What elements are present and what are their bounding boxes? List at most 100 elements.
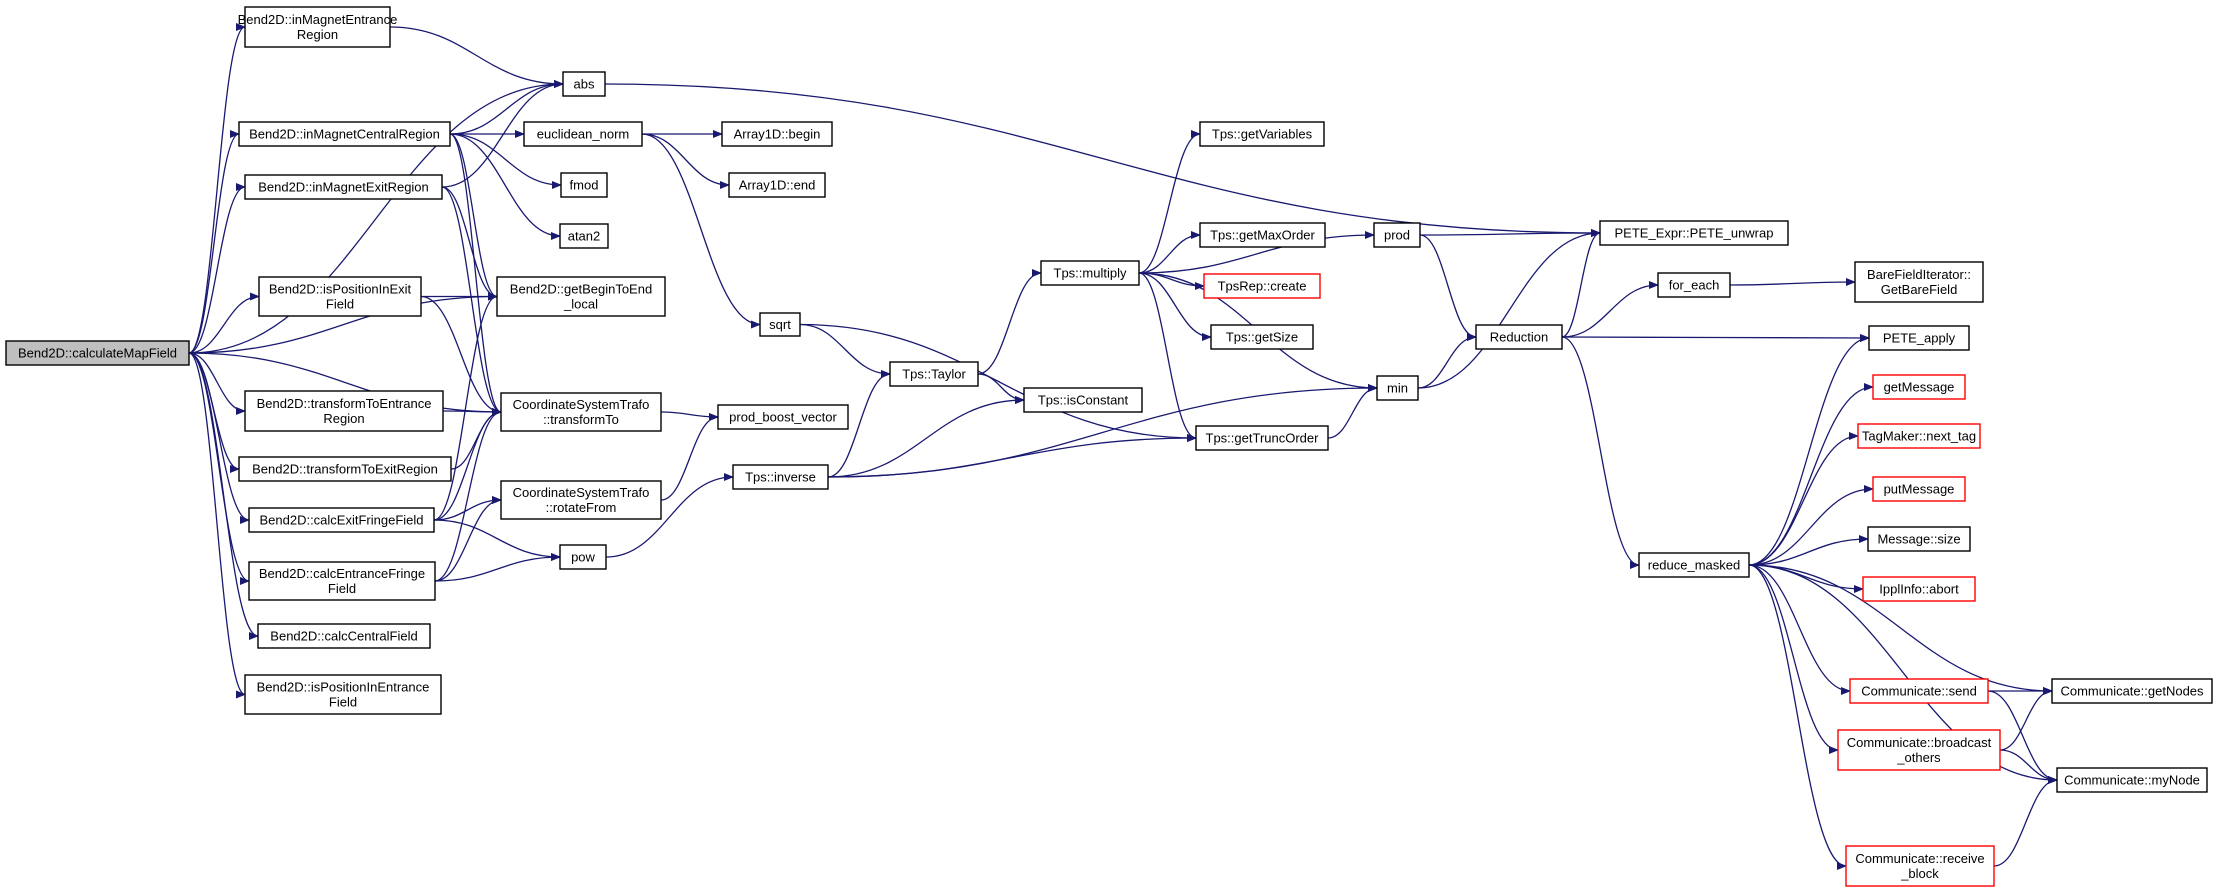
node-TpsRep_create[interactable]: TpsRep::create bbox=[1203, 273, 1321, 299]
node-calcExitFringeField[interactable]: Bend2D::calcExitFringeField bbox=[248, 507, 435, 533]
node-Array1D_end[interactable]: Array1D::end bbox=[728, 172, 826, 198]
node-box bbox=[1210, 324, 1314, 350]
edge-line bbox=[1138, 231, 1375, 274]
edge-line bbox=[1993, 776, 2058, 867]
node-label: Communicate::myNode bbox=[2064, 773, 2200, 788]
edge-inMagnetCentralRegion-to-getBeginToEnd_local bbox=[449, 133, 498, 301]
node-prod[interactable]: prod bbox=[1373, 222, 1421, 248]
node-receive_block[interactable]: Communicate::receive_block bbox=[1845, 845, 1995, 887]
node-atan2[interactable]: atan2 bbox=[559, 223, 609, 249]
node-next_tag[interactable]: TagMaker::next_tag bbox=[1857, 423, 1981, 449]
node-transformTo[interactable]: CoordinateSystemTrafo::transformTo bbox=[500, 392, 662, 432]
edge-Tps_inverse-to-Tps_isConstant bbox=[827, 396, 1025, 478]
node-PETE_apply[interactable]: PETE_apply bbox=[1868, 325, 1970, 351]
node-prod_boost_vector[interactable]: prod_boost_vector bbox=[717, 404, 849, 430]
node-rotateFrom[interactable]: CoordinateSystemTrafo::rotateFrom bbox=[500, 480, 662, 520]
edge-isPositionInExitField-to-transformTo bbox=[420, 295, 502, 416]
node-label: Region bbox=[323, 411, 364, 426]
edge-calculateMapField-to-abs bbox=[188, 80, 564, 354]
node-Tps_Taylor[interactable]: Tps::Taylor bbox=[889, 361, 979, 387]
edge-prod-to-PETE_unwrap bbox=[1419, 229, 1601, 238]
edge-line bbox=[977, 269, 1042, 375]
edge-line bbox=[1138, 272, 1212, 341]
edge-line bbox=[188, 352, 246, 415]
node-min[interactable]: min bbox=[1376, 375, 1419, 401]
node-euclidean_norm[interactable]: euclidean_norm bbox=[523, 121, 643, 147]
node-box bbox=[1867, 526, 1971, 552]
edge-calculateMapField-to-transformToEntranceRegion bbox=[188, 352, 246, 415]
node-box bbox=[257, 623, 431, 649]
node-abs[interactable]: abs bbox=[562, 71, 606, 97]
node-label: _others bbox=[1896, 750, 1941, 765]
node-Array1D_begin[interactable]: Array1D::begin bbox=[721, 121, 833, 147]
node-getBeginToEnd_local[interactable]: Bend2D::getBeginToEnd_local bbox=[496, 276, 666, 317]
node-box bbox=[889, 361, 979, 387]
node-reduce_masked[interactable]: reduce_masked bbox=[1638, 552, 1750, 578]
node-sqrt[interactable]: sqrt bbox=[759, 312, 801, 337]
node-Tps_getSize[interactable]: Tps::getSize bbox=[1210, 324, 1314, 350]
node-IpplInfo_abort[interactable]: IpplInfo::abort bbox=[1862, 576, 1976, 602]
node-label: ::rotateFrom bbox=[546, 500, 617, 515]
node-box bbox=[1203, 273, 1321, 299]
edge-Tps_multiply-to-prod bbox=[1138, 231, 1375, 274]
node-box bbox=[2056, 767, 2208, 793]
edge-Reduction-to-reduce_masked bbox=[1561, 336, 1640, 569]
edge-calculateMapField-to-calcExitFringeField bbox=[188, 352, 250, 524]
node-getNodes[interactable]: Communicate::getNodes bbox=[2051, 678, 2213, 704]
node-box bbox=[238, 456, 452, 482]
edge-line bbox=[1748, 334, 1870, 566]
node-PETE_unwrap[interactable]: PETE_Expr::PETE_unwrap bbox=[1599, 220, 1789, 246]
node-box bbox=[1376, 375, 1419, 401]
edge-Tps_multiply-to-Tps_getVariables bbox=[1138, 130, 1201, 274]
node-box bbox=[248, 507, 435, 533]
node-box bbox=[500, 392, 662, 432]
edge-euclidean_norm-to-Array1D_end bbox=[641, 133, 730, 189]
node-box bbox=[1872, 476, 1966, 502]
node-box bbox=[258, 276, 422, 317]
node-inMagnetExitRegion[interactable]: Bend2D::inMagnetExitRegion bbox=[244, 174, 443, 200]
node-Tps_isConstant[interactable]: Tps::isConstant bbox=[1023, 387, 1143, 413]
edge-broadcast_others-to-myNode bbox=[1999, 749, 2058, 784]
node-broadcast_others[interactable]: Communicate::broadcast_others bbox=[1837, 729, 2001, 771]
node-fmod[interactable]: fmod bbox=[560, 172, 608, 198]
node-getMessage[interactable]: getMessage bbox=[1872, 374, 1966, 400]
edge-line bbox=[449, 133, 498, 301]
edge-Tps_Taylor-to-Tps_multiply bbox=[977, 269, 1042, 375]
edge-line bbox=[449, 133, 562, 189]
node-Communicate_send[interactable]: Communicate::send bbox=[1849, 678, 1989, 704]
node-Tps_getMaxOrder[interactable]: Tps::getMaxOrder bbox=[1199, 222, 1326, 248]
node-calculateMapField[interactable]: Bend2D::calculateMapField bbox=[5, 340, 190, 366]
edge-line bbox=[1748, 564, 2058, 784]
node-GetBareField[interactable]: BareFieldIterator::GetBareField bbox=[1854, 261, 1984, 303]
node-for_each[interactable]: for_each bbox=[1657, 272, 1731, 298]
edge-inMagnetCentralRegion-to-abs bbox=[449, 80, 564, 135]
node-box bbox=[759, 312, 801, 337]
edge-line bbox=[449, 133, 502, 416]
edge-calculateMapField-to-transformTo bbox=[188, 352, 502, 416]
node-label: Tps::multiply bbox=[1054, 266, 1127, 281]
node-calcCentralField[interactable]: Bend2D::calcCentralField bbox=[257, 623, 431, 649]
node-Tps_getVariables[interactable]: Tps::getVariables bbox=[1199, 121, 1325, 147]
edge-line bbox=[1561, 333, 1870, 342]
node-myNode[interactable]: Communicate::myNode bbox=[2056, 767, 2208, 793]
node-transformToExitRegion[interactable]: Bend2D::transformToExitRegion bbox=[238, 456, 452, 482]
node-label: Field bbox=[329, 695, 357, 710]
node-label: Bend2D::calcEntranceFringe bbox=[259, 566, 425, 581]
node-Reduction[interactable]: Reduction bbox=[1475, 324, 1563, 350]
node-Tps_inverse[interactable]: Tps::inverse bbox=[732, 464, 829, 490]
node-pow[interactable]: pow bbox=[559, 544, 607, 570]
node-Tps_getTruncOrder[interactable]: Tps::getTruncOrder bbox=[1195, 425, 1329, 451]
node-inMagnetCentralRegion[interactable]: Bend2D::inMagnetCentralRegion bbox=[238, 121, 451, 147]
node-Tps_multiply[interactable]: Tps::multiply bbox=[1040, 260, 1140, 286]
edge-line bbox=[977, 373, 1025, 404]
node-box bbox=[560, 172, 608, 198]
node-box bbox=[500, 480, 662, 520]
node-putMessage[interactable]: putMessage bbox=[1872, 476, 1966, 502]
node-Message_size[interactable]: Message::size bbox=[1867, 526, 1971, 552]
